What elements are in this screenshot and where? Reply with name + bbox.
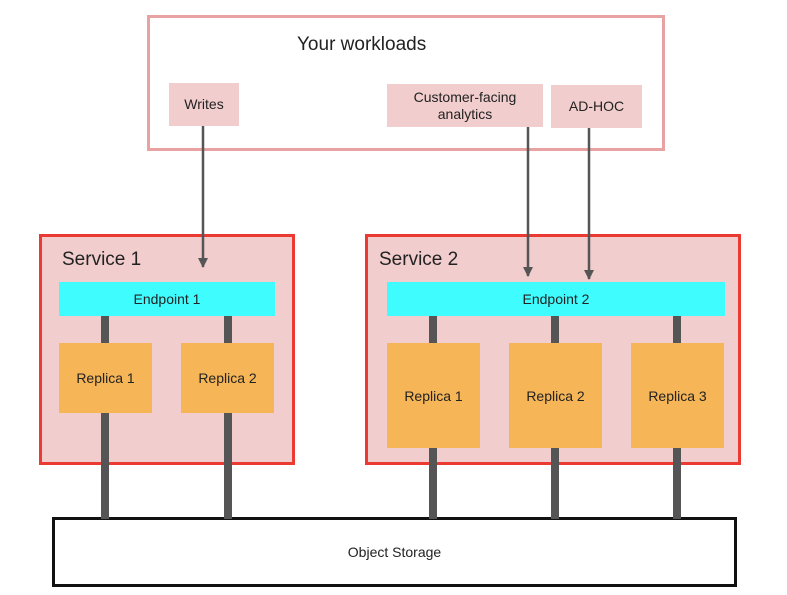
customer-facing-analytics-workload: Customer-facing analytics — [387, 84, 543, 127]
endpoint-1: Endpoint 1 — [59, 282, 275, 316]
adhoc-workload: AD-HOC — [551, 85, 642, 128]
service-2-replica-1: Replica 1 — [387, 343, 480, 448]
service-1-replica-1: Replica 1 — [59, 343, 152, 413]
service-2-title: Service 2 — [379, 249, 459, 270]
service-2-replica-3: Replica 3 — [631, 343, 724, 448]
service-1-title: Service 1 — [62, 249, 142, 270]
workloads-title: Your workloads — [297, 34, 427, 55]
object-storage: Object Storage — [52, 517, 737, 587]
endpoint-2: Endpoint 2 — [387, 282, 725, 316]
writes-workload: Writes — [169, 83, 239, 126]
service-2-replica-2: Replica 2 — [509, 343, 602, 448]
service-1-replica-2: Replica 2 — [181, 343, 274, 413]
